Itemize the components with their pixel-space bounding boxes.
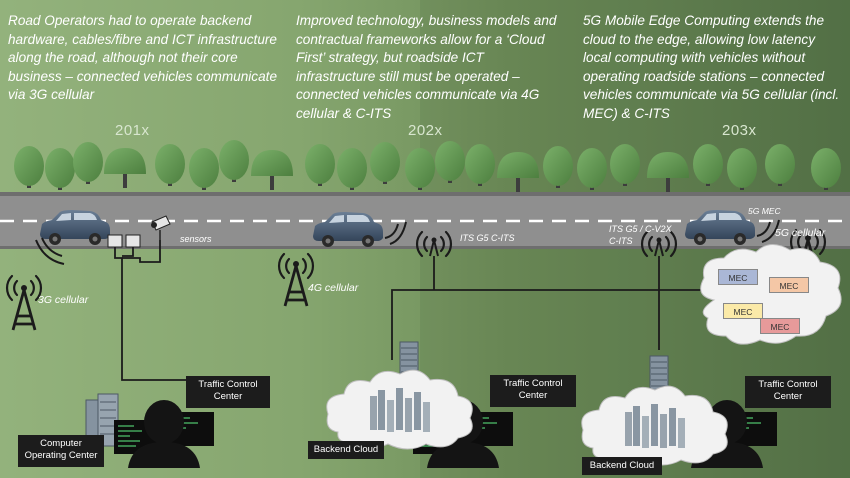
mec-unit-label: MEC bbox=[728, 273, 748, 283]
mec-unit: MEC bbox=[723, 303, 763, 319]
traffic-control-center-box-203x: Traffic Control Center bbox=[745, 376, 831, 408]
c-its-label: C-ITS bbox=[609, 236, 633, 246]
cellular-3g-label: 3G cellular bbox=[38, 294, 89, 306]
box-line-1: Backend Cloud bbox=[313, 444, 379, 455]
mec-unit: MEC bbox=[718, 269, 758, 285]
box-line-1: Traffic Control bbox=[503, 378, 563, 389]
computer-operating-center-box: Computer Operating Center bbox=[18, 435, 104, 467]
sensors-label: sensors bbox=[180, 234, 212, 244]
box-line-1: Traffic Control bbox=[758, 379, 818, 390]
box-line-1: Traffic Control bbox=[198, 379, 258, 390]
caption-203x: 5G Mobile Edge Computing extends the clo… bbox=[583, 13, 840, 121]
car-radio-waves bbox=[35, 219, 780, 265]
computer-center-servers bbox=[85, 393, 119, 447]
box-line-2: Center bbox=[773, 390, 803, 402]
cell-mast-3g bbox=[11, 283, 37, 332]
mec-5g-label: 5G MEC bbox=[748, 206, 781, 216]
caption-201x: Road Operators had to operate backend ha… bbox=[8, 13, 278, 102]
its-g5-cv2x-antenna bbox=[640, 230, 678, 258]
roadside-sensors bbox=[107, 215, 171, 248]
era-label-203x: 203x bbox=[722, 122, 757, 139]
box-line-2: Operating Center bbox=[24, 449, 98, 461]
backend-cloud-box-202x: Backend Cloud bbox=[308, 441, 384, 459]
mec-unit-label: MEC bbox=[779, 281, 799, 291]
box-line-2: Center bbox=[213, 390, 243, 402]
its-g5-label: ITS G5 C-ITS bbox=[460, 233, 515, 243]
box-line-1: Backend Cloud bbox=[589, 460, 655, 471]
mec-unit: MEC bbox=[760, 318, 800, 334]
cell-mast-4g bbox=[283, 259, 309, 308]
caption-202x: Improved technology, business models and… bbox=[296, 13, 557, 121]
its-g5-antenna bbox=[415, 230, 453, 258]
era-label-201x: 201x bbox=[115, 122, 150, 139]
its-g5-cv2x-label: ITS G5 / C-V2X bbox=[609, 224, 672, 234]
box-line-2: Center bbox=[518, 389, 548, 401]
era-label-202x: 202x bbox=[408, 122, 443, 139]
box-line-1: Computer bbox=[40, 438, 82, 449]
mec-unit-label: MEC bbox=[770, 322, 790, 332]
traffic-control-center-box-202x: Traffic Control Center bbox=[490, 375, 576, 407]
road-edge-top bbox=[0, 192, 850, 196]
mec-unit-label: MEC bbox=[733, 307, 753, 317]
network-links-201x bbox=[114, 240, 215, 381]
mec-unit: MEC bbox=[769, 277, 809, 293]
cellular-4g-label: 4G cellular bbox=[308, 282, 359, 294]
traffic-control-center-box-201x: Traffic Control Center bbox=[186, 376, 270, 408]
operator-201x bbox=[113, 399, 215, 469]
cellular-5g-label: 5G cellular bbox=[775, 227, 826, 239]
backend-cloud-box-203x: Backend Cloud bbox=[582, 457, 662, 475]
